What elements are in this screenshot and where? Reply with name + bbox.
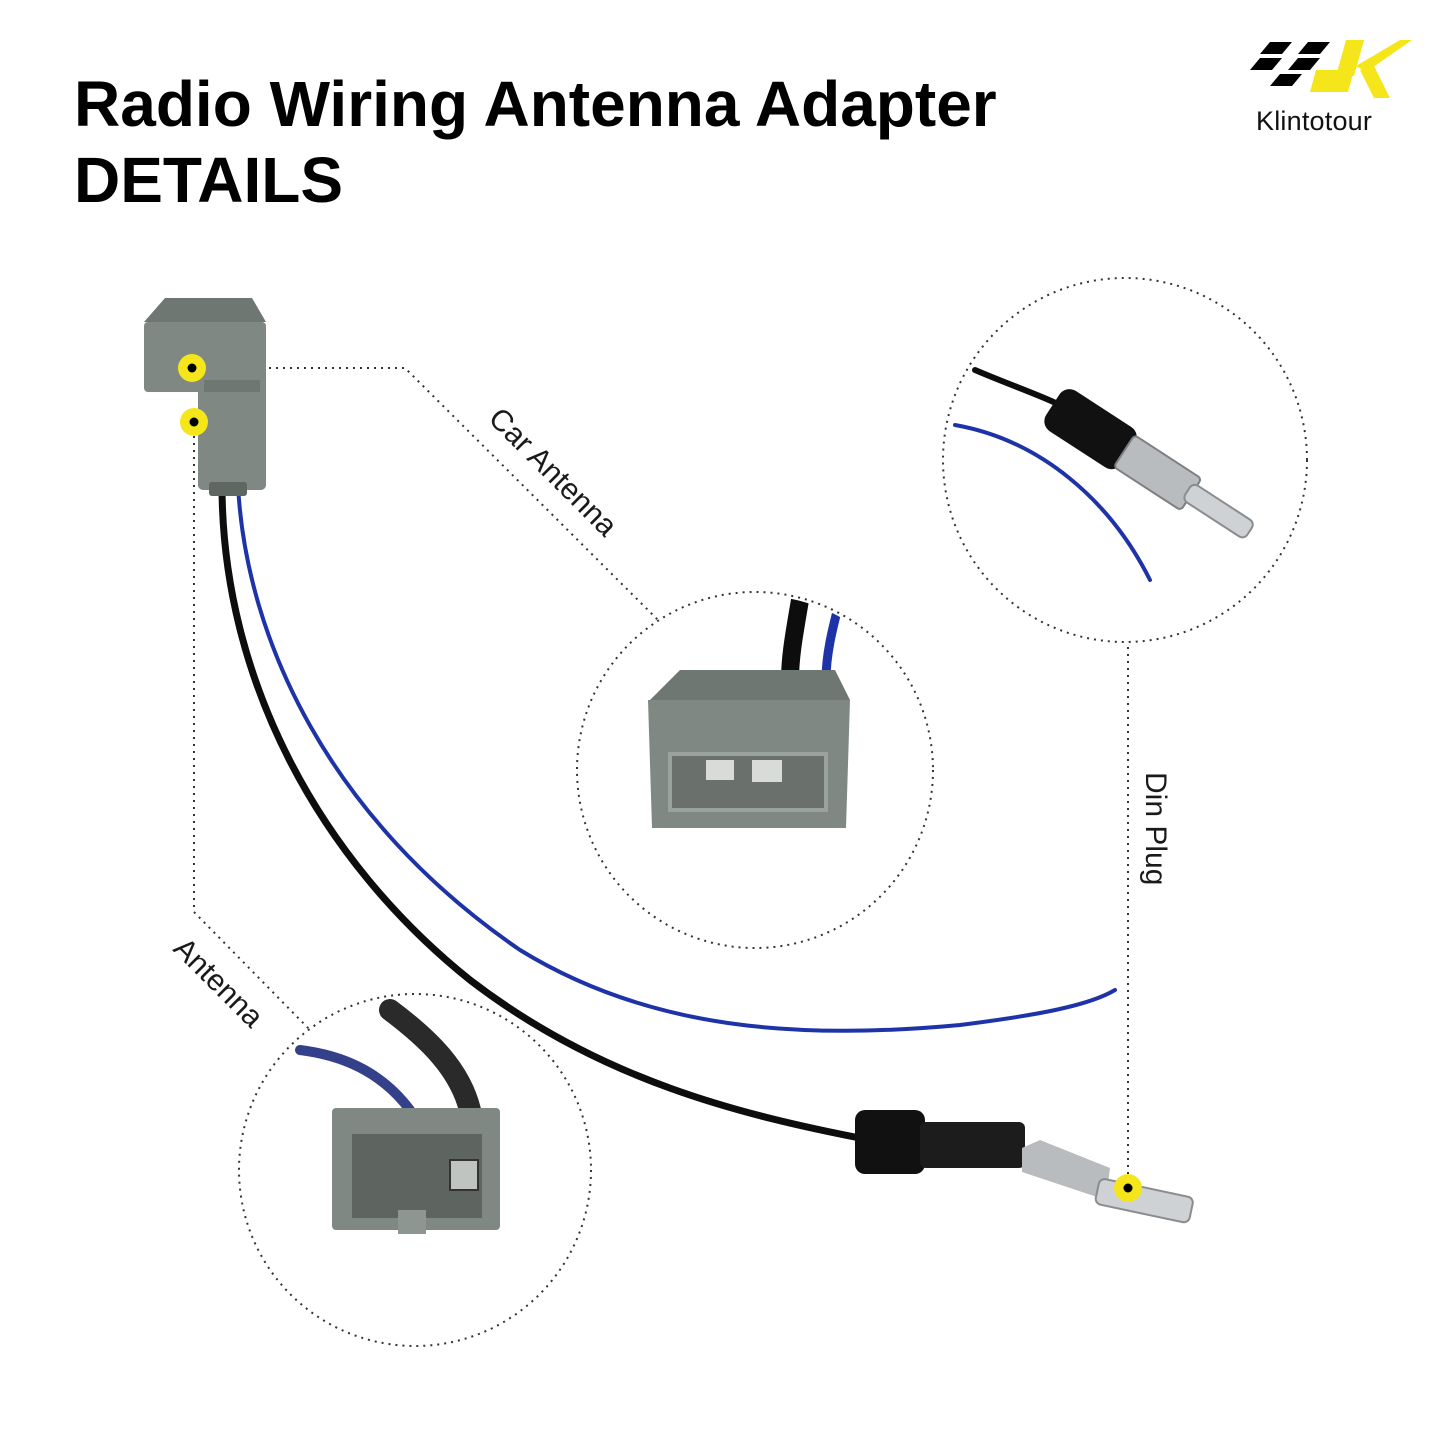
black-wire [218,481,874,1144]
page-title: Radio Wiring Antenna Adapter DETAILS [74,66,1174,218]
marker-points [178,354,1142,1202]
top-connector [144,298,266,496]
blue-wire [236,483,1117,1033]
label-din-plug: Din Plug [1139,772,1172,885]
detail-din-plug [942,277,1308,643]
page-title-line-2: DETAILS [74,144,344,216]
detail-car-antenna [576,591,934,949]
detail-antenna [238,993,592,1347]
page-title-line-1: Radio Wiring Antenna Adapter [74,68,997,140]
leader-antenna [193,422,313,1033]
din-plug [855,1110,1194,1224]
label-antenna: Antenna [167,932,270,1035]
brand-name: Klintotour [1256,106,1373,136]
main-cable [218,481,1117,1144]
brand-logo-icon [1250,40,1412,98]
label-car-antenna: Car Antenna [482,402,623,543]
